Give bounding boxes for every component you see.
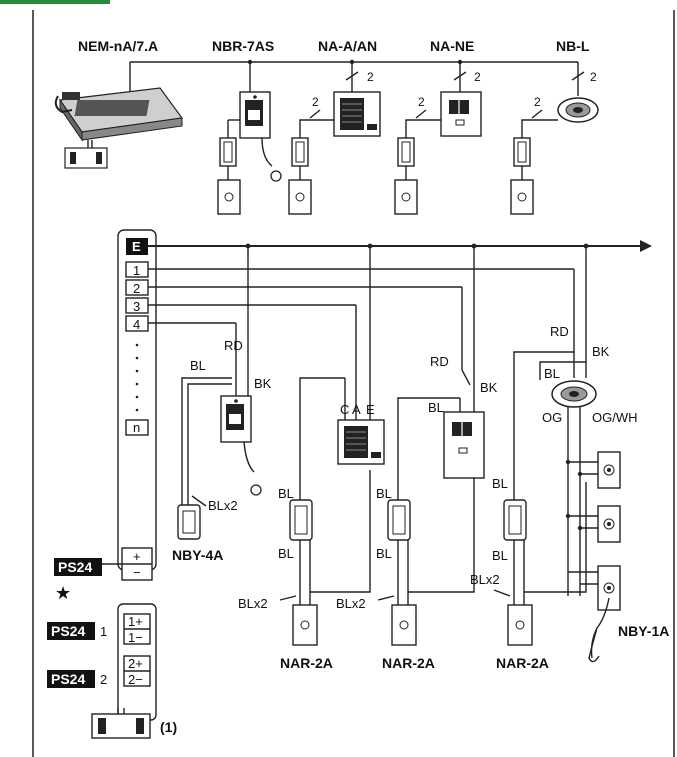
wire-count-nb-l-sub: 2 [534,95,541,109]
top-call-units: 2 2 2 [217,95,558,215]
wire-og: OG [542,410,562,425]
label-nbr-7as: NBR-7AS [212,38,274,54]
wire-a: A [352,402,361,417]
na-ne-lower-icon [443,385,485,479]
terminal-4: 4 [133,317,140,332]
bus-lines [148,240,652,386]
nbr-7as-lower-icon [220,382,262,496]
wire-count-na-ne-sub: 2 [418,95,425,109]
power-terminal-block: 1+ 1− 2+ 2− [117,603,157,721]
ps-2-minus: 2− [128,672,143,687]
header-accent-bar [0,0,110,4]
wire-e: E [366,402,375,417]
device-nar-2a-3: NAR-2A [496,655,549,671]
wire-bl-1: BL [190,358,206,373]
wire-blx2-2: BLx2 [238,596,268,611]
ps24-star: ★ [55,583,71,603]
wire-bk-3: BK [592,344,610,359]
wire-blx2-4: BLx2 [470,572,500,587]
ps24-2-number: 2 [100,672,107,687]
nby-1a-chain [565,406,621,663]
ps-2-plus: 2+ [128,656,143,671]
label-nem-na-7a: NEM-nA/7.A [78,38,158,54]
wire-count-na-a-sub: 2 [312,95,319,109]
ps24-main-label: PS24 [58,559,92,575]
terminal-n: n [133,420,140,435]
wire-c: C [340,402,349,417]
top-bus: 2 2 2 [129,59,597,96]
note-1: (1) [160,719,177,735]
ps-1-plus: 1+ [128,614,143,629]
wire-count-nb-l: 2 [590,70,597,84]
na-ne-station-icon [440,91,482,137]
terminal-block: E 1 2 3 4 n + − [117,229,157,581]
wire-bl-3a: BL [376,486,392,501]
wire-bk-1: BK [254,376,272,391]
device-nby-4a: NBY-4A [172,547,223,563]
label-na-ne: NA-NE [430,38,474,54]
terminal-2: 2 [133,281,140,296]
wire-rd-1: RD [224,338,243,353]
nb-l-lower-lamp-icon [551,380,597,408]
nbr-7as-pull-cord-icon [239,91,282,182]
terminal-3: 3 [133,299,140,314]
wire-count-na-a: 2 [367,70,374,84]
wire-bl-2b: BL [278,546,294,561]
device-nby-1a: NBY-1A [618,623,669,639]
power-adapter-bottom-icon [91,708,151,739]
ps-plus: + [133,549,141,564]
nem-master-station-icon [54,87,184,142]
nb-l-lamp-icon [557,97,599,123]
wire-rd-2: RD [430,354,449,369]
wire-blx2-1: BLx2 [208,498,238,513]
terminal-e: E [132,239,141,254]
device-nar-2a-1: NAR-2A [280,655,333,671]
ps24-main: PS24 ★ [54,558,122,603]
wire-bk-2: BK [480,380,498,395]
device-nar-2a-2: NAR-2A [382,655,435,671]
label-nb-l: NB-L [556,38,590,54]
wire-bl-4b: BL [492,548,508,563]
power-adapter-top-icon [64,140,108,169]
na-a-an-station-icon [333,91,381,137]
wire-bl-3: BL [428,400,444,415]
wire-og-wh: OG/WH [592,410,638,425]
wire-bl-3b: BL [376,546,392,561]
ps24-1-number: 1 [100,624,107,639]
ps24-2-label: PS24 [51,671,85,687]
ps-1-minus: 1− [128,630,143,645]
ps-minus: − [133,565,141,580]
wire-bl-2a: BL [278,486,294,501]
ps24-1-label: PS24 [51,623,85,639]
label-na-a-an: NA-A/AN [318,38,377,54]
na-a-lower-icon [337,378,385,465]
wire-count-na-ne: 2 [474,70,481,84]
wire-bl-4: BL [544,366,560,381]
wire-rd-3: RD [550,324,569,339]
wire-blx2-3: BLx2 [336,596,366,611]
wire-bl-4a: BL [492,476,508,491]
terminal-1: 1 [133,263,140,278]
